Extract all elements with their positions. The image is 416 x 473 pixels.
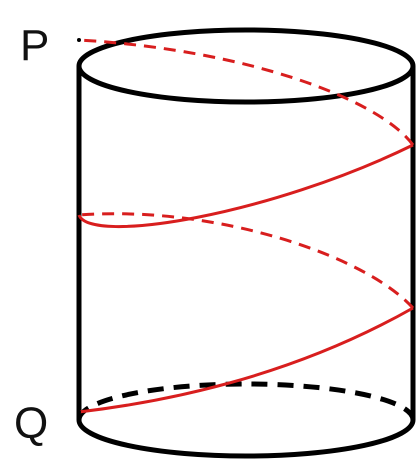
label-p: P [20, 21, 50, 70]
label-q: Q [14, 399, 49, 448]
helix-path [77, 38, 415, 414]
point-p-marker [77, 38, 81, 42]
bottom-ellipse-back [76, 381, 416, 421]
point-q-marker [77, 410, 81, 414]
helix-back-2 [78, 38, 415, 146]
helix-back-1 [78, 212, 415, 310]
bottom-ellipse-front [76, 419, 416, 459]
helix-front-1 [78, 306, 414, 414]
cylinder-outline [76, 27, 416, 459]
helix-front-2 [77, 143, 414, 229]
